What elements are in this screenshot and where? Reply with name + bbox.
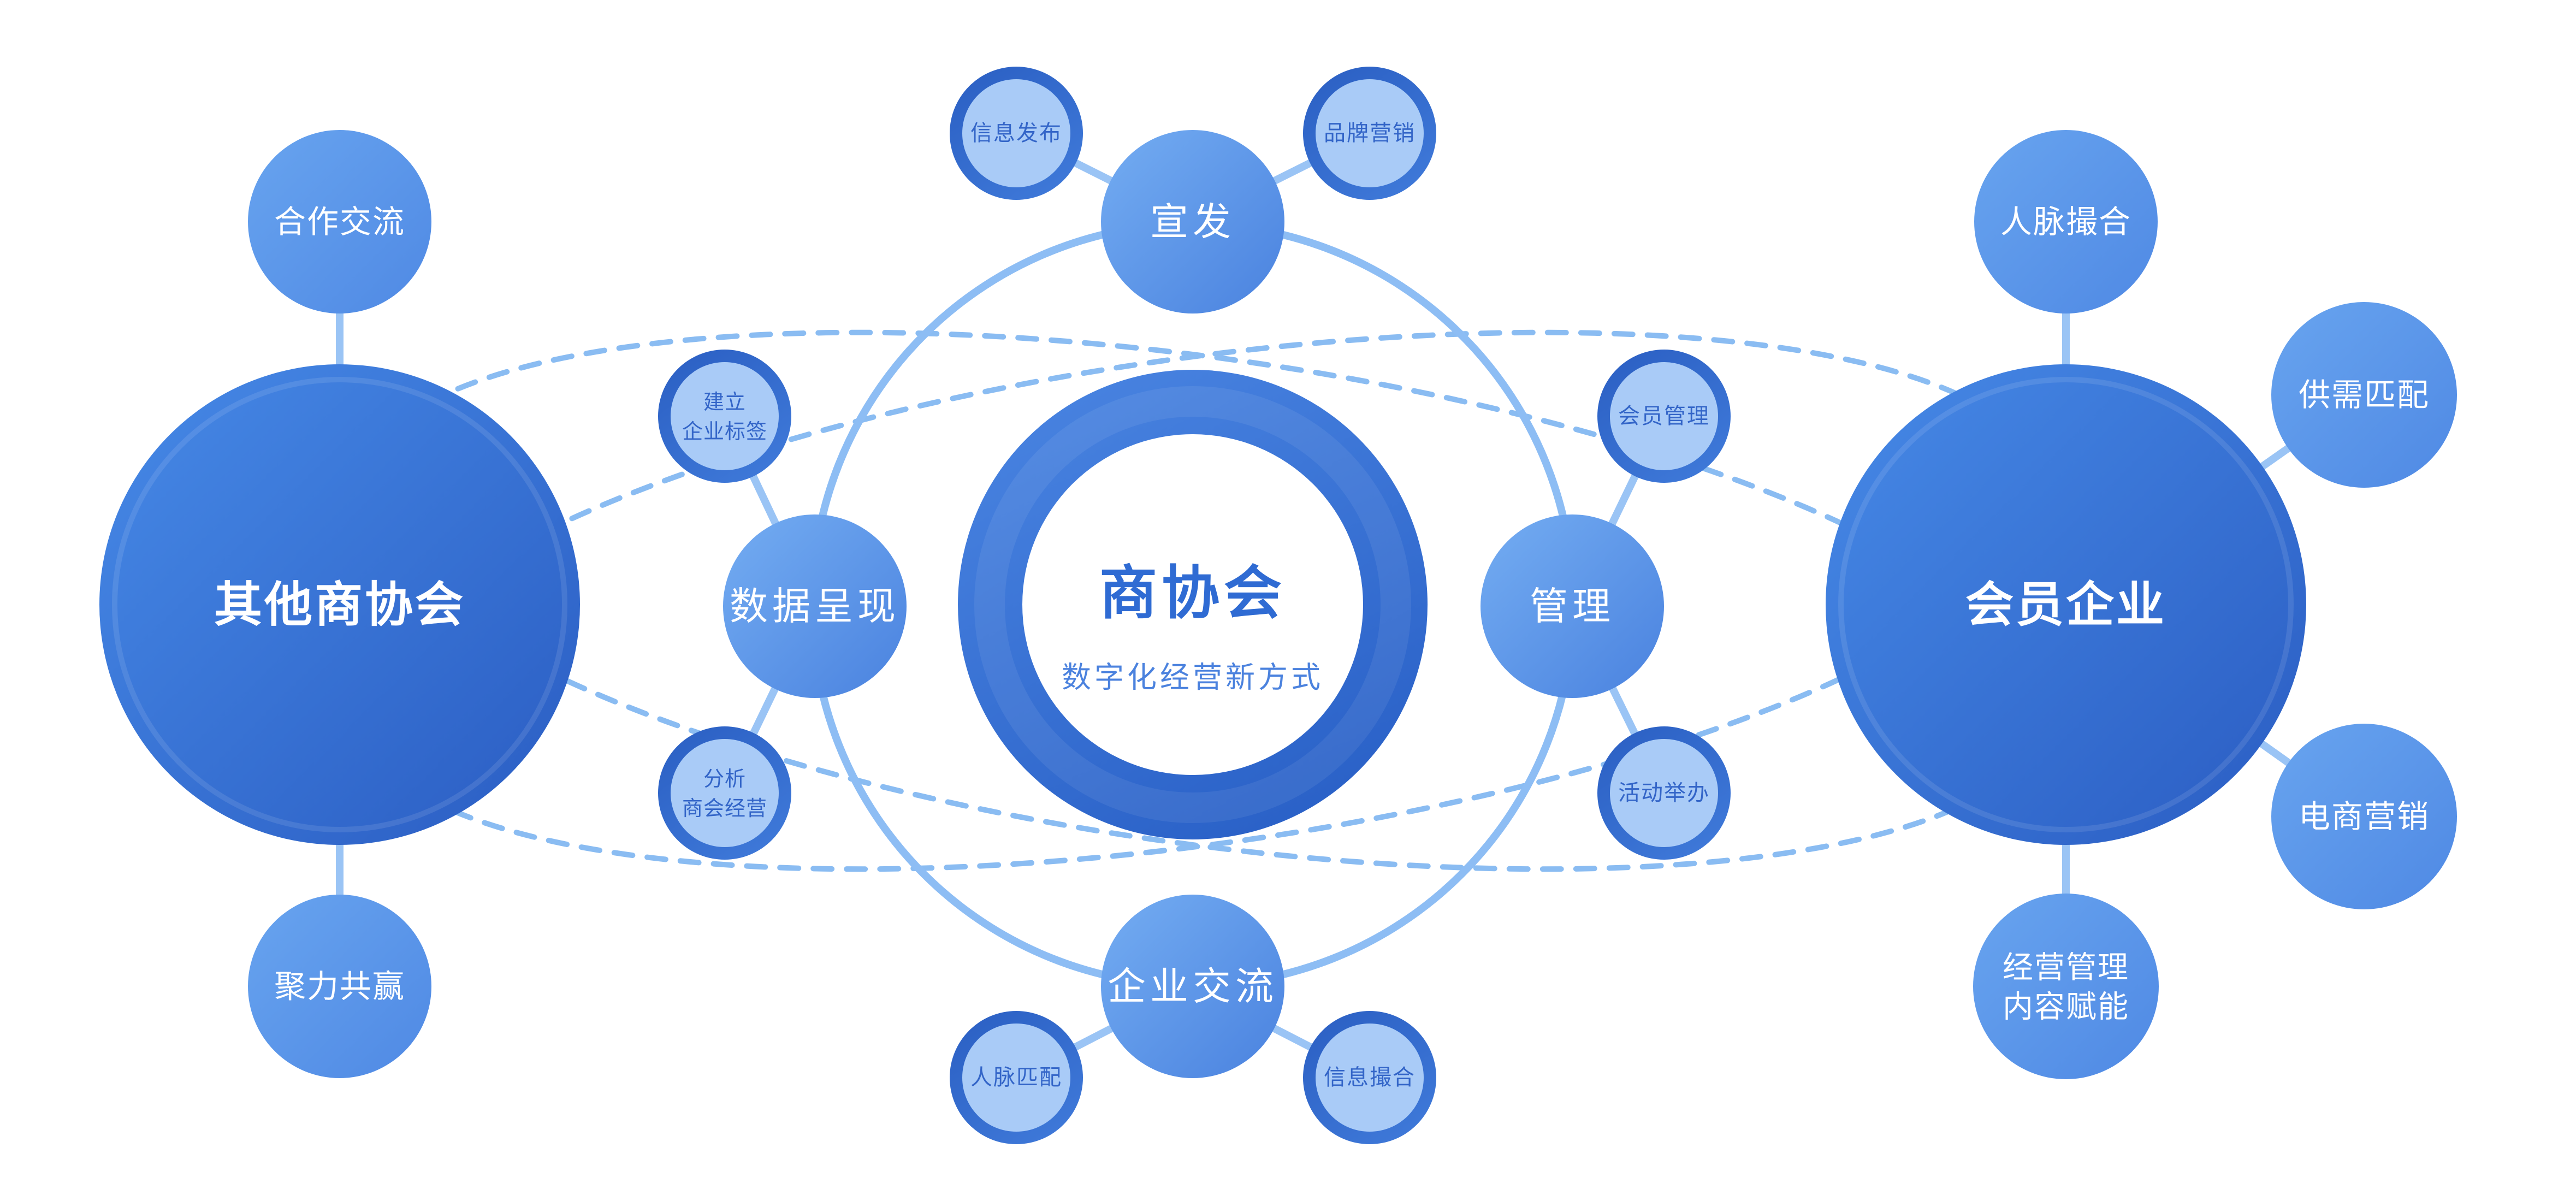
- group-other-associations-highlight-ring: [112, 377, 567, 832]
- ring-event-hosting-label: 活动举办: [1618, 780, 1710, 806]
- group-member-enterprises-highlight-ring: [1838, 377, 2294, 832]
- satellite-supply-demand-circle: [2271, 302, 2457, 488]
- hub-enterprise-exchange-label: 企业交流: [1108, 964, 1278, 1009]
- ring-build-tags-line1: 建立: [703, 390, 746, 414]
- hub-publicity-circle: [1101, 130, 1284, 313]
- group-other-associations-label: 其他商协会: [214, 577, 465, 633]
- center-donut-highlight: [974, 386, 1411, 823]
- ring-contact-matching-inner: [962, 1024, 1070, 1132]
- ring-event-hosting-inner: [1610, 739, 1718, 847]
- ring-build-tags-line2: 企业标签: [682, 419, 767, 443]
- satellite-management-empowerment-circle: [1973, 894, 2159, 1079]
- satellite-management-empowerment-line1: 经营管理: [2003, 950, 2129, 986]
- hub-data-presentation: 数据呈现 建立 企业标签 分析 商会经营: [658, 350, 907, 860]
- ring-member-mgmt-label: 会员管理: [1618, 404, 1710, 429]
- satellite-networking-circle: [1974, 130, 2158, 313]
- satellite-winwin-label: 聚力共赢: [274, 968, 405, 1005]
- center-title: 商协会: [1099, 560, 1286, 627]
- satellite-management-empowerment-line2: 内容赋能: [2003, 990, 2129, 1025]
- satellite-cooperation-label: 合作交流: [274, 203, 405, 240]
- satellite-ecommerce-circle: [2271, 724, 2457, 909]
- hub-data-presentation-label: 数据呈现: [730, 584, 900, 629]
- ring-brand-marketing-label: 品牌营销: [1324, 121, 1416, 146]
- hub-management: 管理 会员管理 活动举办: [1481, 350, 1731, 860]
- ring-info-matching-inner: [1316, 1024, 1424, 1132]
- hub-publicity: 宣发 信息发布 品牌营销: [950, 67, 1436, 313]
- ring-contact-matching-label: 人脉匹配: [970, 1065, 1062, 1090]
- satellite-ecommerce-label: 电商营销: [2299, 798, 2430, 835]
- ring-analyze-operation-line2: 商会经营: [682, 796, 767, 820]
- satellite-cooperation-circle: [248, 130, 431, 313]
- satellite-supply-demand-label: 供需匹配: [2299, 376, 2430, 413]
- satellite-networking-label: 人脉撮合: [2000, 203, 2131, 240]
- group-member-enterprises-circle: [1826, 364, 2306, 845]
- center-inner-disc: [1022, 434, 1363, 775]
- group-member-enterprises: 会员企业 人脉撮合 供需匹配 电商营销 经营管理 内容赋能: [1826, 130, 2457, 1079]
- ring-info-release-label: 信息发布: [970, 121, 1062, 146]
- ring-analyze-operation-inner: [671, 739, 779, 847]
- ring-member-mgmt-inner: [1610, 362, 1718, 470]
- hub-data-presentation-circle: [723, 514, 907, 698]
- satellite-winwin-circle: [248, 895, 431, 1078]
- hub-enterprise-exchange-circle: [1101, 895, 1284, 1078]
- center-node: 商协会 数字化经营新方式: [958, 370, 1428, 839]
- group-other-associations: 其他商协会 合作交流 聚力共赢: [99, 130, 580, 1078]
- ring-build-tags-inner: [671, 362, 779, 470]
- hub-management-label: 管理: [1530, 584, 1615, 629]
- group-other-associations-circle: [99, 364, 580, 845]
- hub-enterprise-exchange: 企业交流 人脉匹配 信息撮合: [950, 895, 1436, 1144]
- ring-info-matching-label: 信息撮合: [1324, 1065, 1416, 1090]
- hub-publicity-label: 宣发: [1150, 199, 1235, 244]
- ring-brand-marketing-inner: [1316, 79, 1424, 187]
- hub-management-circle: [1481, 514, 1664, 698]
- ring-analyze-operation-line1: 分析: [703, 767, 746, 791]
- ring-info-release-inner: [962, 79, 1070, 187]
- group-member-enterprises-label: 会员企业: [1965, 577, 2166, 633]
- center-subtitle: 数字化经营新方式: [1062, 660, 1324, 695]
